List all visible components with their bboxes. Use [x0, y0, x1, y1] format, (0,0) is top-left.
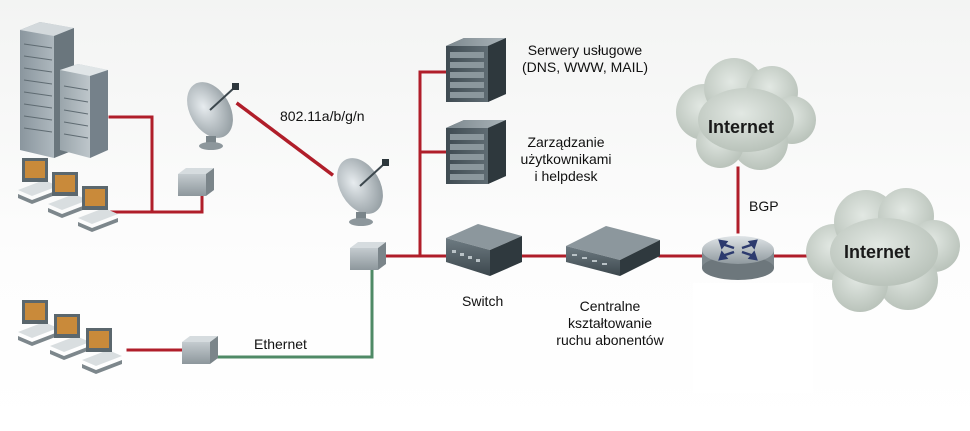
- bridge-box-icon: [182, 336, 218, 364]
- server-rack-icon: [446, 38, 506, 102]
- cloud-icon: [676, 58, 816, 170]
- bridge-box-icon: [178, 168, 214, 196]
- ethernet-label: Ethernet: [254, 336, 307, 352]
- computers-icon: [18, 158, 118, 232]
- traffic-shaping-label: Centralne kształtowanie ruchu abonentów: [556, 298, 664, 348]
- link-ethernet: [210, 268, 374, 359]
- switch-icon: [446, 224, 522, 276]
- link-servers-bus: [418, 70, 450, 258]
- service-servers-label: Serwery usługowe (DNS, WWW, MAIL): [522, 42, 648, 75]
- user-management-label: Zarządzanie użytkownikami i helpdesk: [520, 134, 612, 184]
- office-buildings-icon: [20, 22, 108, 158]
- computers-icon: [18, 300, 122, 374]
- wireless-standard-label: 802.11a/b/g/n: [280, 108, 365, 124]
- satellite-dish-icon: [326, 149, 394, 227]
- switch-label: Switch: [462, 293, 504, 309]
- link-buildings: [108, 115, 154, 214]
- link-site-box: [150, 194, 204, 214]
- server-rack-icon: [446, 120, 506, 184]
- internet-right-label: Internet: [844, 242, 911, 262]
- link-wireless: [235, 101, 337, 179]
- links: [108, 70, 822, 359]
- router-icon: [702, 236, 774, 280]
- cloud-icon: [806, 188, 960, 312]
- traffic-shaper-icon: [566, 226, 660, 276]
- satellite-dish-icon: [176, 73, 244, 151]
- internet-top-label: Internet: [708, 117, 775, 137]
- bgp-label: BGP: [749, 198, 779, 214]
- blank-area: [693, 283, 813, 393]
- bridge-box-icon: [350, 242, 386, 270]
